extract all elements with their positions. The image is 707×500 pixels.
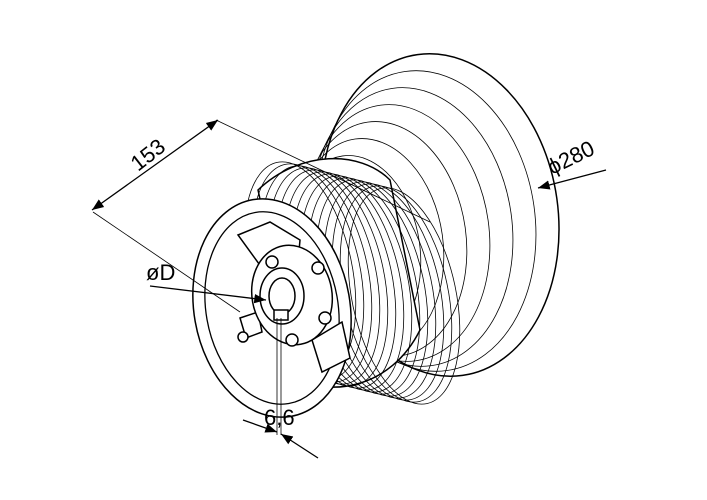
hub-bore bbox=[259, 267, 305, 325]
dimension-outer-diameter-label: ϕ280 bbox=[543, 136, 598, 180]
drum-groove bbox=[347, 187, 461, 405]
dimension-length-label: 153 bbox=[126, 134, 170, 176]
dimension-bore-diameter-label: øD bbox=[146, 260, 175, 285]
dimension-keyway-width: 6,6 bbox=[242, 318, 319, 459]
dimension-bore-diameter: øD bbox=[146, 260, 267, 304]
dimension-keyway-width-label: 6,6 bbox=[264, 405, 295, 430]
